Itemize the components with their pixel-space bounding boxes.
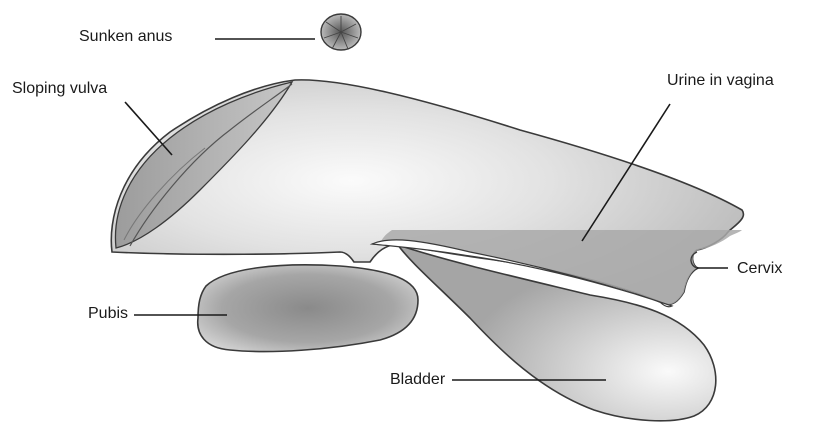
label-pubis: Pubis (88, 305, 128, 323)
label-cervix: Cervix (737, 260, 782, 278)
pubis-shape (198, 265, 418, 352)
anus-shape (321, 14, 361, 50)
leader-sloping-vulva (125, 102, 172, 155)
label-sloping-vulva: Sloping vulva (12, 80, 107, 98)
label-urine-in-vagina: Urine in vagina (667, 72, 774, 90)
label-bladder: Bladder (390, 371, 445, 389)
label-sunken-anus: Sunken anus (79, 28, 172, 46)
